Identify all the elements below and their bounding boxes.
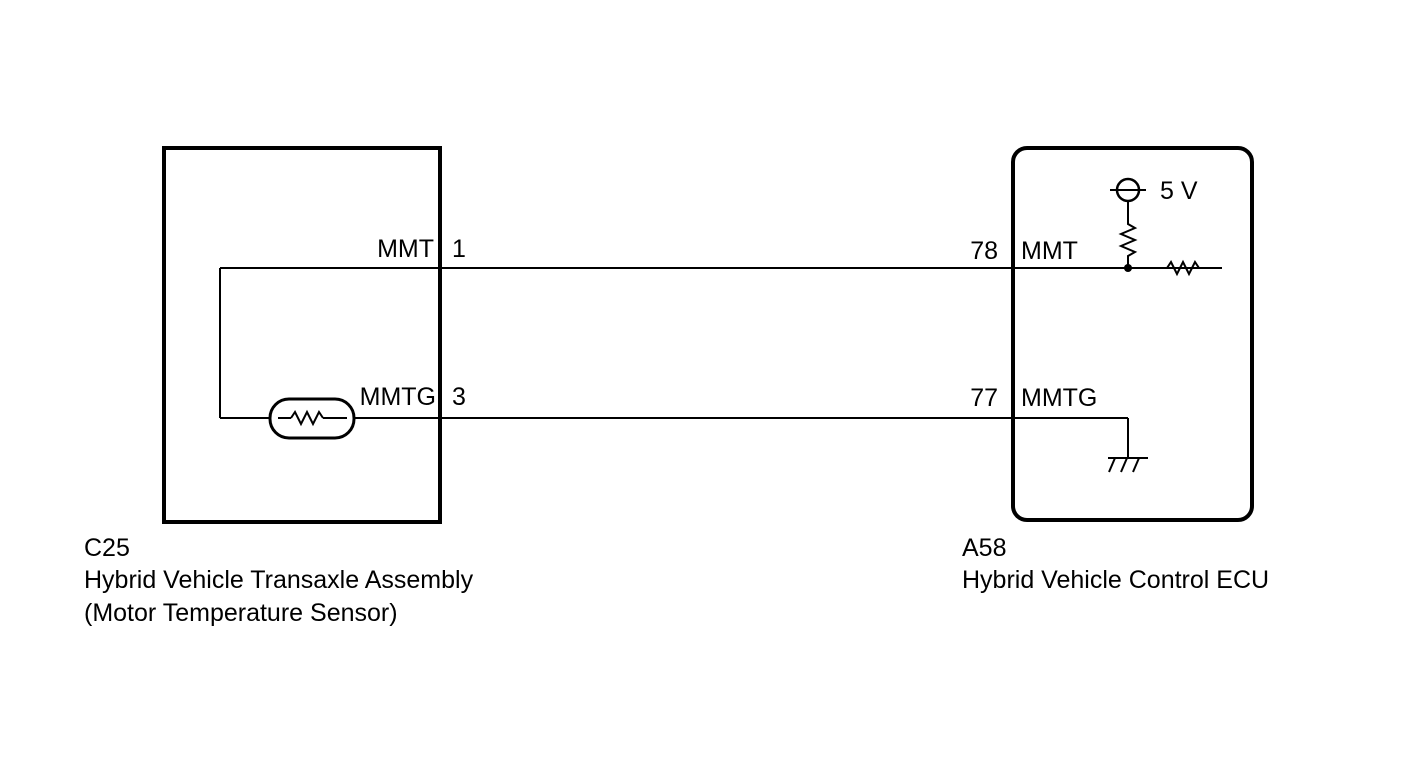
thermistor-icon	[268, 397, 356, 440]
sensor-mmt-pin-number: 1	[452, 235, 466, 263]
pullup-resistor-icon	[1118, 220, 1138, 268]
ecu-mmt-pin-number: 78	[970, 237, 998, 265]
ecu-component-box	[1011, 146, 1254, 522]
sensor-component-detail: (Motor Temperature Sensor)	[84, 599, 398, 627]
sensor-mmtg-pin-number: 3	[452, 383, 466, 411]
sensor-component-name: Hybrid Vehicle Transaxle Assembly	[84, 566, 474, 594]
ground-icon	[1108, 457, 1148, 473]
ecu-mmtg-pin-number: 77	[970, 384, 998, 412]
ecu-mmt-pin-name: MMT	[1021, 237, 1078, 265]
ecu-mmtg-pin-name: MMTG	[1021, 384, 1097, 412]
ecu-component-name: Hybrid Vehicle Control ECU	[962, 566, 1269, 594]
junction-dot	[1124, 264, 1132, 272]
supply-voltage-label: 5 V	[1160, 177, 1198, 205]
sensor-mmt-pin-name: MMT	[377, 235, 434, 263]
voltage-source-icon	[1110, 177, 1146, 220]
sensor-component-box	[162, 146, 442, 524]
sensor-connector-code: C25	[84, 534, 130, 562]
internal-resistor-icon	[1163, 259, 1203, 277]
sensor-mmtg-pin-name: MMTG	[360, 383, 436, 411]
ecu-connector-code: A58	[962, 534, 1006, 562]
